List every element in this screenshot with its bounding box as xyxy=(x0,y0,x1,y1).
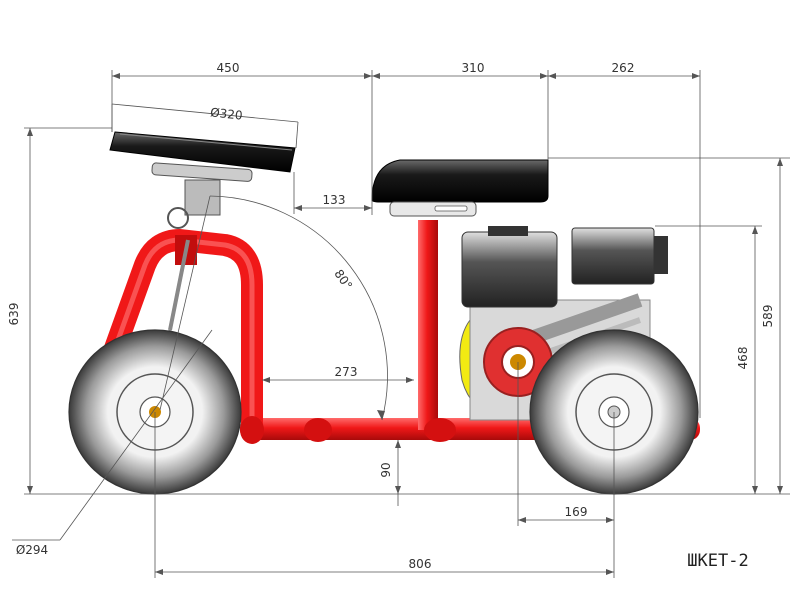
dim-wheel-diameter: Ø294 xyxy=(16,543,48,557)
dim-seat-gap: 133 xyxy=(323,193,346,207)
frame-joint xyxy=(424,418,456,442)
steering-hub xyxy=(184,179,221,216)
dim-front-length: 450 xyxy=(217,61,240,75)
seat-mount xyxy=(389,201,477,217)
steering-column xyxy=(168,239,190,331)
dim-seat-height: 589 xyxy=(761,305,775,328)
dim-steering-angle: 80° xyxy=(331,267,355,292)
seat xyxy=(371,159,549,217)
dim-engine-height: 468 xyxy=(736,347,750,370)
dim-steering-wheel-diameter: Ø320 xyxy=(210,105,244,122)
dim-frame-gap: 273 xyxy=(335,365,358,379)
seat-post-tube xyxy=(418,220,438,430)
dimension-lines xyxy=(12,70,790,578)
frame-joint xyxy=(304,418,332,442)
dim-seat-length: 310 xyxy=(462,61,485,75)
fuel-tank xyxy=(461,231,558,308)
drawing-title: ШКЕТ-2 xyxy=(687,551,748,571)
dimension-labels: 450 310 262 Ø320 133 80° 639 589 468 273… xyxy=(7,61,775,571)
dim-axle-offset: 169 xyxy=(565,505,588,519)
dim-ground-clearance: 90 xyxy=(379,462,393,477)
steering-wheel xyxy=(109,131,296,173)
seat-cushion xyxy=(371,159,549,203)
steering-bracket xyxy=(151,162,253,182)
dim-rear-overhang: 262 xyxy=(612,61,635,75)
dim-wheelbase: 806 xyxy=(409,557,432,571)
frame-joint xyxy=(240,416,264,444)
dim-total-height: 639 xyxy=(7,303,21,326)
air-filter xyxy=(571,227,655,285)
